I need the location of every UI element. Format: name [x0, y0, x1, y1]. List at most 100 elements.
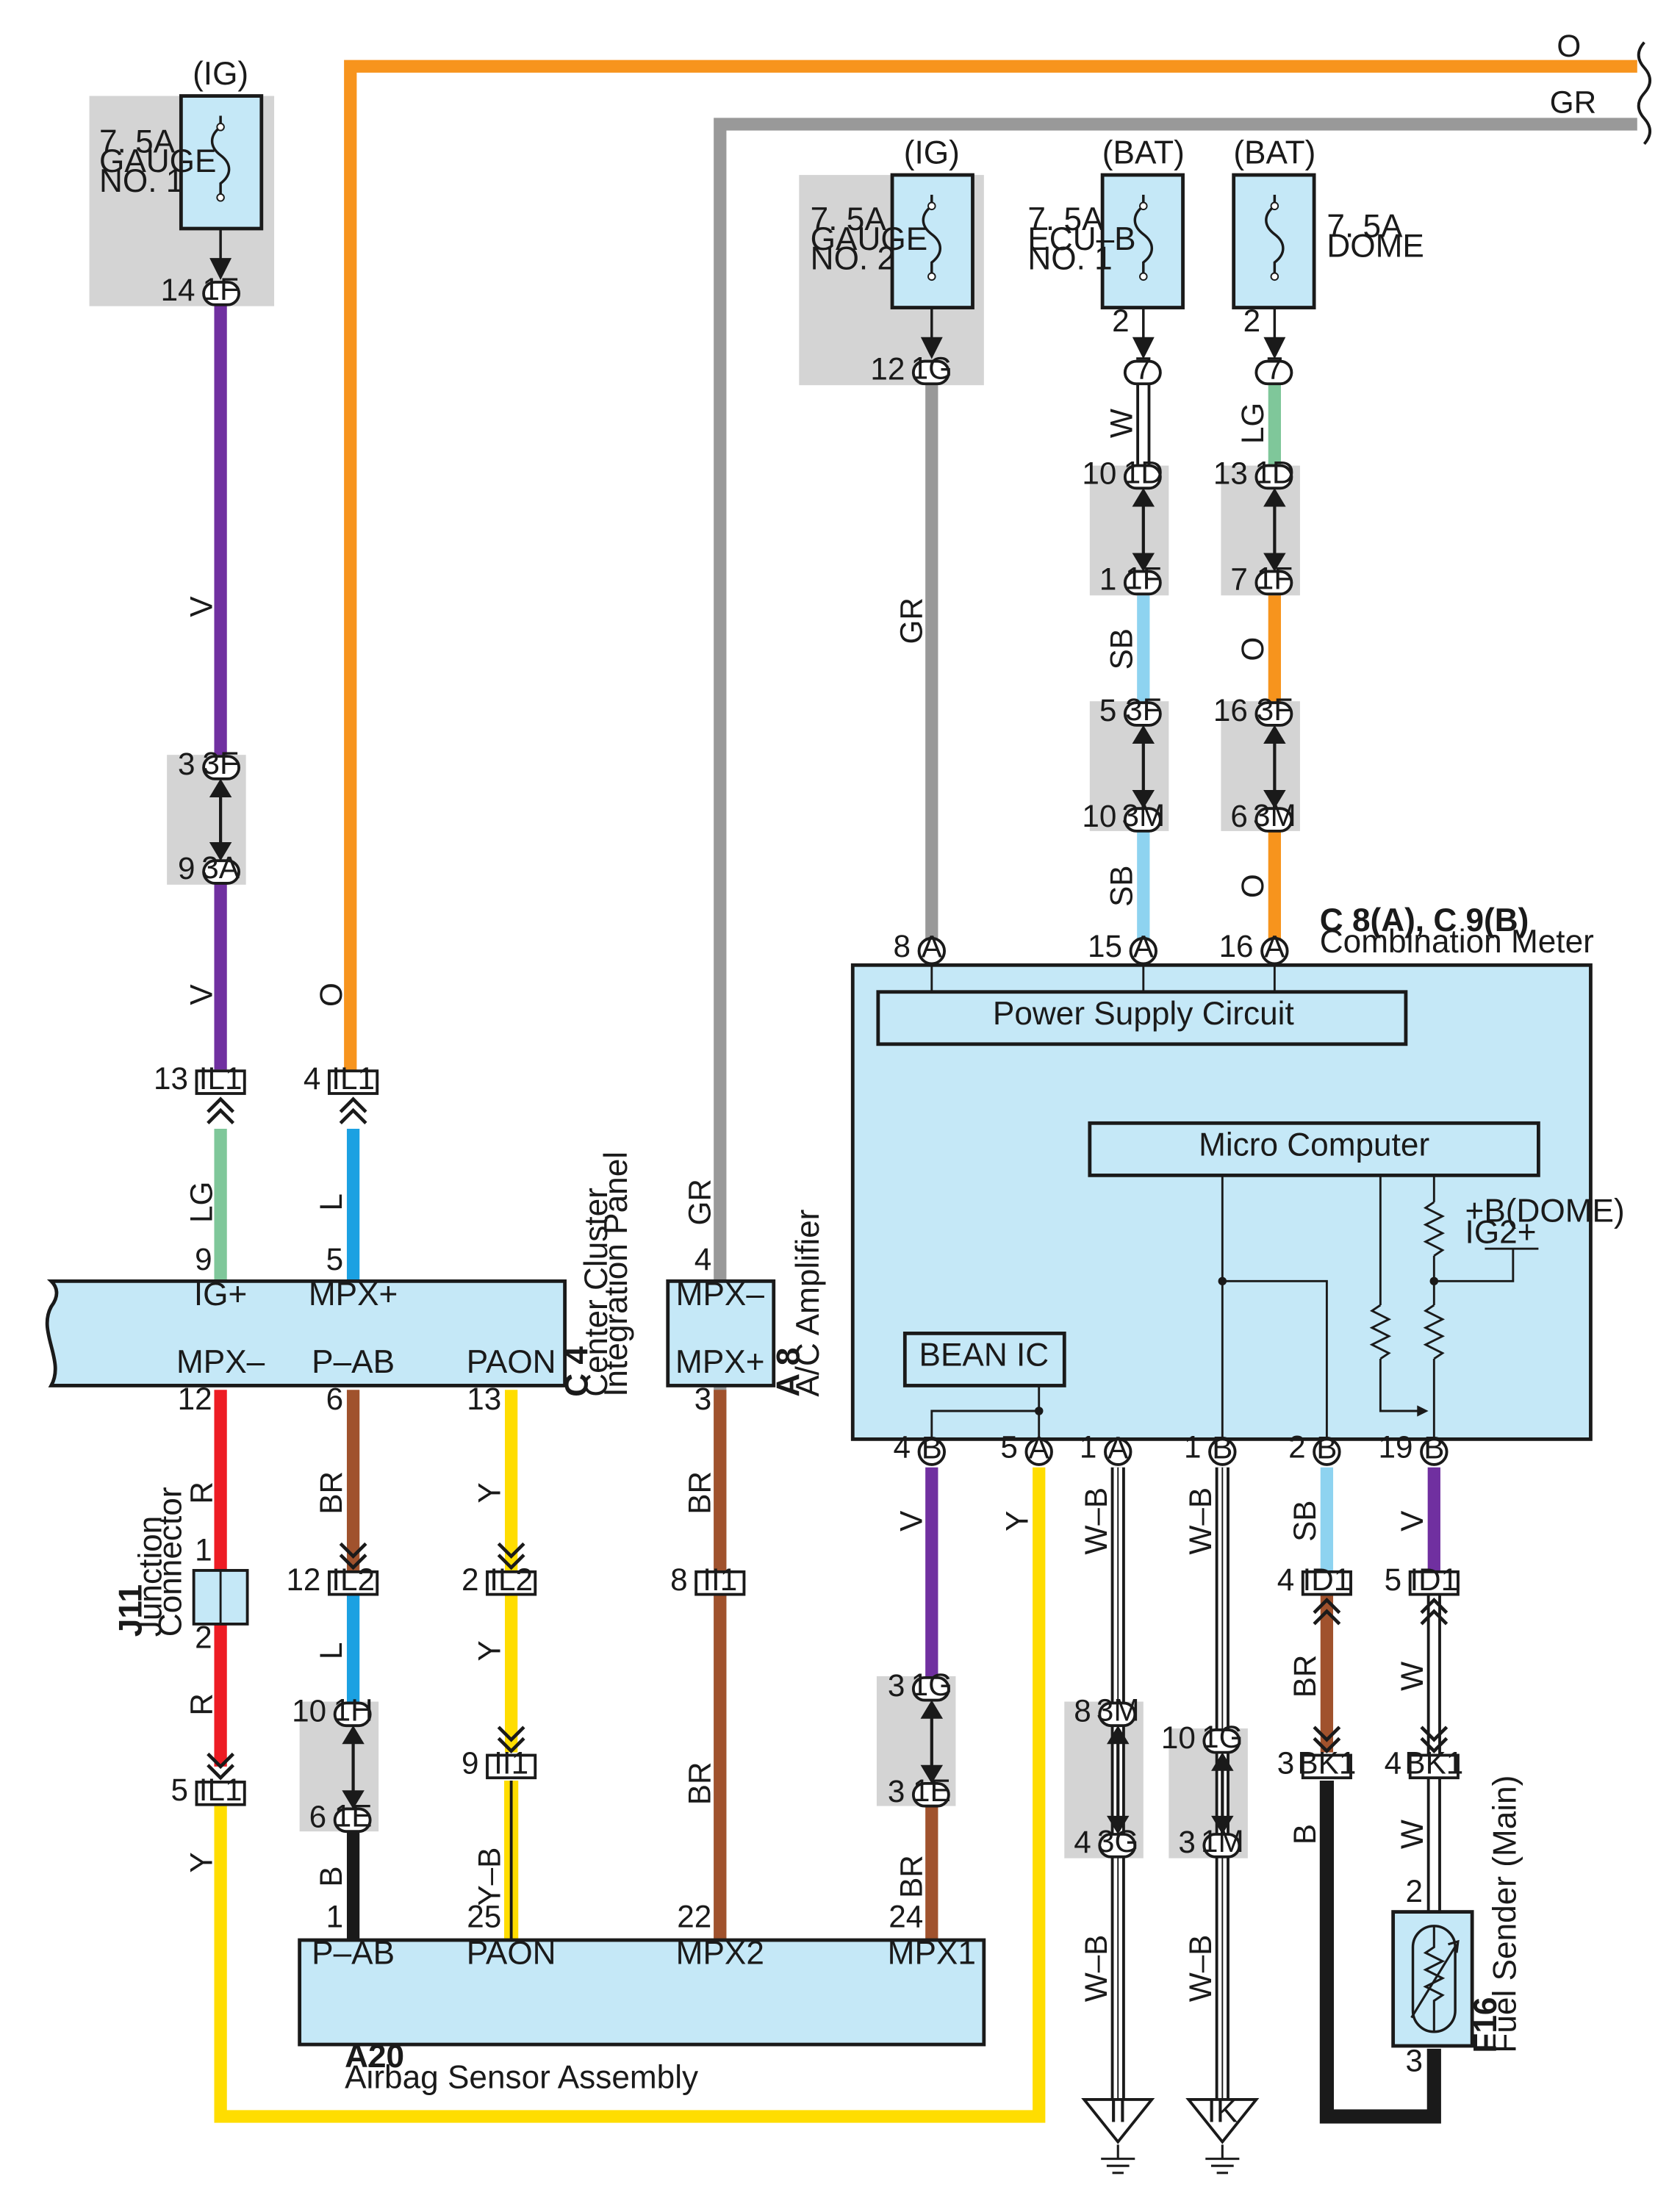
svg-text:C 8(A), C 9(B): C 8(A), C 9(B) [1320, 902, 1529, 938]
svg-text:Y: Y [472, 1640, 506, 1661]
svg-text:19: 19 [1379, 1429, 1413, 1464]
connector-3F-5: 3F5 [1099, 692, 1162, 728]
svg-text:6: 6 [326, 1382, 344, 1416]
meter-top-terminals: A8 A15 A16 [894, 929, 1289, 966]
svg-text:B: B [1212, 1430, 1232, 1465]
svg-text:IK: IK [1207, 2094, 1238, 2130]
svg-text:9: 9 [195, 1242, 212, 1276]
svg-text:W: W [1395, 1820, 1429, 1849]
svg-text:PAON: PAON [467, 1936, 556, 1972]
svg-text:MPX–: MPX– [676, 1276, 765, 1312]
meter-bottom-terminals: B4 A5 A1 B1 B2 B19 [894, 1429, 1449, 1466]
svg-text:GAUGE: GAUGE [811, 221, 927, 257]
svg-text:A: A [1264, 930, 1285, 964]
c4-center-cluster: IG+ MPX+ MPX– P–AB PAON 9 5 12 6 13 C 4 … [45, 1152, 634, 1416]
connector-1F-7: 1F7 [1230, 561, 1293, 597]
svg-text:BR: BR [894, 1855, 928, 1898]
svg-text:V: V [184, 597, 219, 617]
svg-text:2: 2 [1288, 1429, 1306, 1464]
svg-text:MPX+: MPX+ [309, 1276, 398, 1312]
connector-3M-8: 3M8 [1074, 1692, 1139, 1728]
svg-text:Fuel Sender (Main): Fuel Sender (Main) [1487, 1775, 1523, 2053]
connector-3F-3: 3F3 [178, 746, 240, 781]
svg-text:3: 3 [1277, 1745, 1295, 1780]
connector-3M-6: 3M6 [1230, 798, 1296, 833]
svg-text:3: 3 [1178, 1825, 1195, 1859]
svg-text:R: R [184, 1482, 219, 1504]
fuse-gauge-2: (IG) 7. 5A GAUGE NO. 2 [811, 135, 974, 351]
svg-text:5: 5 [1385, 1562, 1402, 1597]
svg-text:V: V [1395, 1511, 1429, 1531]
svg-text:3F: 3F [1125, 692, 1161, 727]
svg-text:4: 4 [1277, 1562, 1295, 1597]
fuse-dome: (BAT) 7. 5A DOME 2 [1232, 135, 1424, 351]
svg-text:7: 7 [1266, 351, 1283, 386]
wire-orange-rail [344, 60, 1637, 1081]
power-supply-circuit: Power Supply Circuit [993, 996, 1294, 1032]
svg-text:12: 12 [870, 351, 905, 386]
svg-text:12: 12 [178, 1382, 212, 1416]
svg-text:B: B [1316, 1430, 1337, 1465]
connector-1G-3: 1G3 [888, 1667, 952, 1703]
wire-yellow-loop [214, 1467, 1046, 2123]
svg-text:3F: 3F [202, 746, 238, 780]
svg-text:4: 4 [304, 1061, 321, 1096]
fuse-ecu-b: (BAT) 7. 5A ECU–B NO. 1 2 [1027, 135, 1185, 351]
connector-3G-4: 3G4 [1074, 1824, 1138, 1859]
svg-text:O: O [1557, 29, 1581, 63]
svg-text:3: 3 [178, 747, 195, 781]
svg-text:1G: 1G [911, 1667, 952, 1702]
svg-text:V: V [894, 1511, 928, 1531]
svg-text:Integration Panel: Integration Panel [598, 1152, 634, 1397]
svg-text:13: 13 [467, 1382, 501, 1416]
svg-text:IG2+: IG2+ [1465, 1215, 1537, 1251]
svg-text:C 4: C 4 [559, 1346, 595, 1397]
micro-computer: Micro Computer [1199, 1127, 1429, 1163]
svg-text:IG+: IG+ [194, 1276, 247, 1312]
connector-1E-3: 1E3 [888, 1773, 951, 1809]
svg-text:10: 10 [1082, 799, 1116, 833]
svg-text:(BAT): (BAT) [1233, 135, 1315, 171]
svg-text:5: 5 [1000, 1429, 1018, 1464]
svg-text:BR: BR [682, 1471, 717, 1515]
fuse-power-label: (IG) [193, 56, 248, 92]
bean-ic: BEAN IC [919, 1337, 1049, 1373]
svg-text:GR: GR [682, 1179, 717, 1225]
svg-text:A: A [1133, 930, 1155, 964]
ground-II: II [1081, 2094, 1155, 2175]
svg-text:7. 5A: 7. 5A [811, 201, 887, 237]
svg-text:16: 16 [1219, 929, 1254, 963]
svg-text:8: 8 [894, 929, 911, 963]
svg-text:MPX–: MPX– [176, 1344, 265, 1380]
svg-text:Center Cluster: Center Cluster [578, 1188, 614, 1397]
svg-text:B: B [1424, 1430, 1444, 1465]
svg-text:ID1: ID1 [1410, 1562, 1458, 1597]
svg-text:(IG): (IG) [904, 135, 960, 171]
svg-text:O: O [314, 983, 348, 1007]
svg-text:24: 24 [889, 1900, 923, 1934]
svg-text:2: 2 [462, 1562, 479, 1597]
svg-text:8: 8 [670, 1562, 688, 1597]
svg-text:Y–B: Y–B [472, 1847, 506, 1906]
ground-IK: IK [1185, 2094, 1260, 2175]
combination-meter: C 8(A), C 9(B) Combination Meter A8 A15 … [850, 902, 1625, 1466]
svg-text:4: 4 [694, 1242, 712, 1276]
svg-text:12: 12 [286, 1562, 320, 1597]
svg-text:W–B: W–B [1079, 1935, 1113, 2003]
svg-text:14: 14 [161, 273, 195, 307]
svg-text:J11: J11 [113, 1584, 149, 1637]
fuse-gauge-1: (IG) 7. 5A GAUGE NO. 1 [99, 56, 264, 271]
svg-text:L: L [314, 1642, 348, 1659]
svg-text:NO. 1: NO. 1 [1027, 241, 1112, 277]
svg-text:A 8: A 8 [770, 1348, 806, 1397]
svg-text:7. 5A: 7. 5A [1327, 209, 1403, 245]
svg-text:O: O [1235, 874, 1270, 898]
